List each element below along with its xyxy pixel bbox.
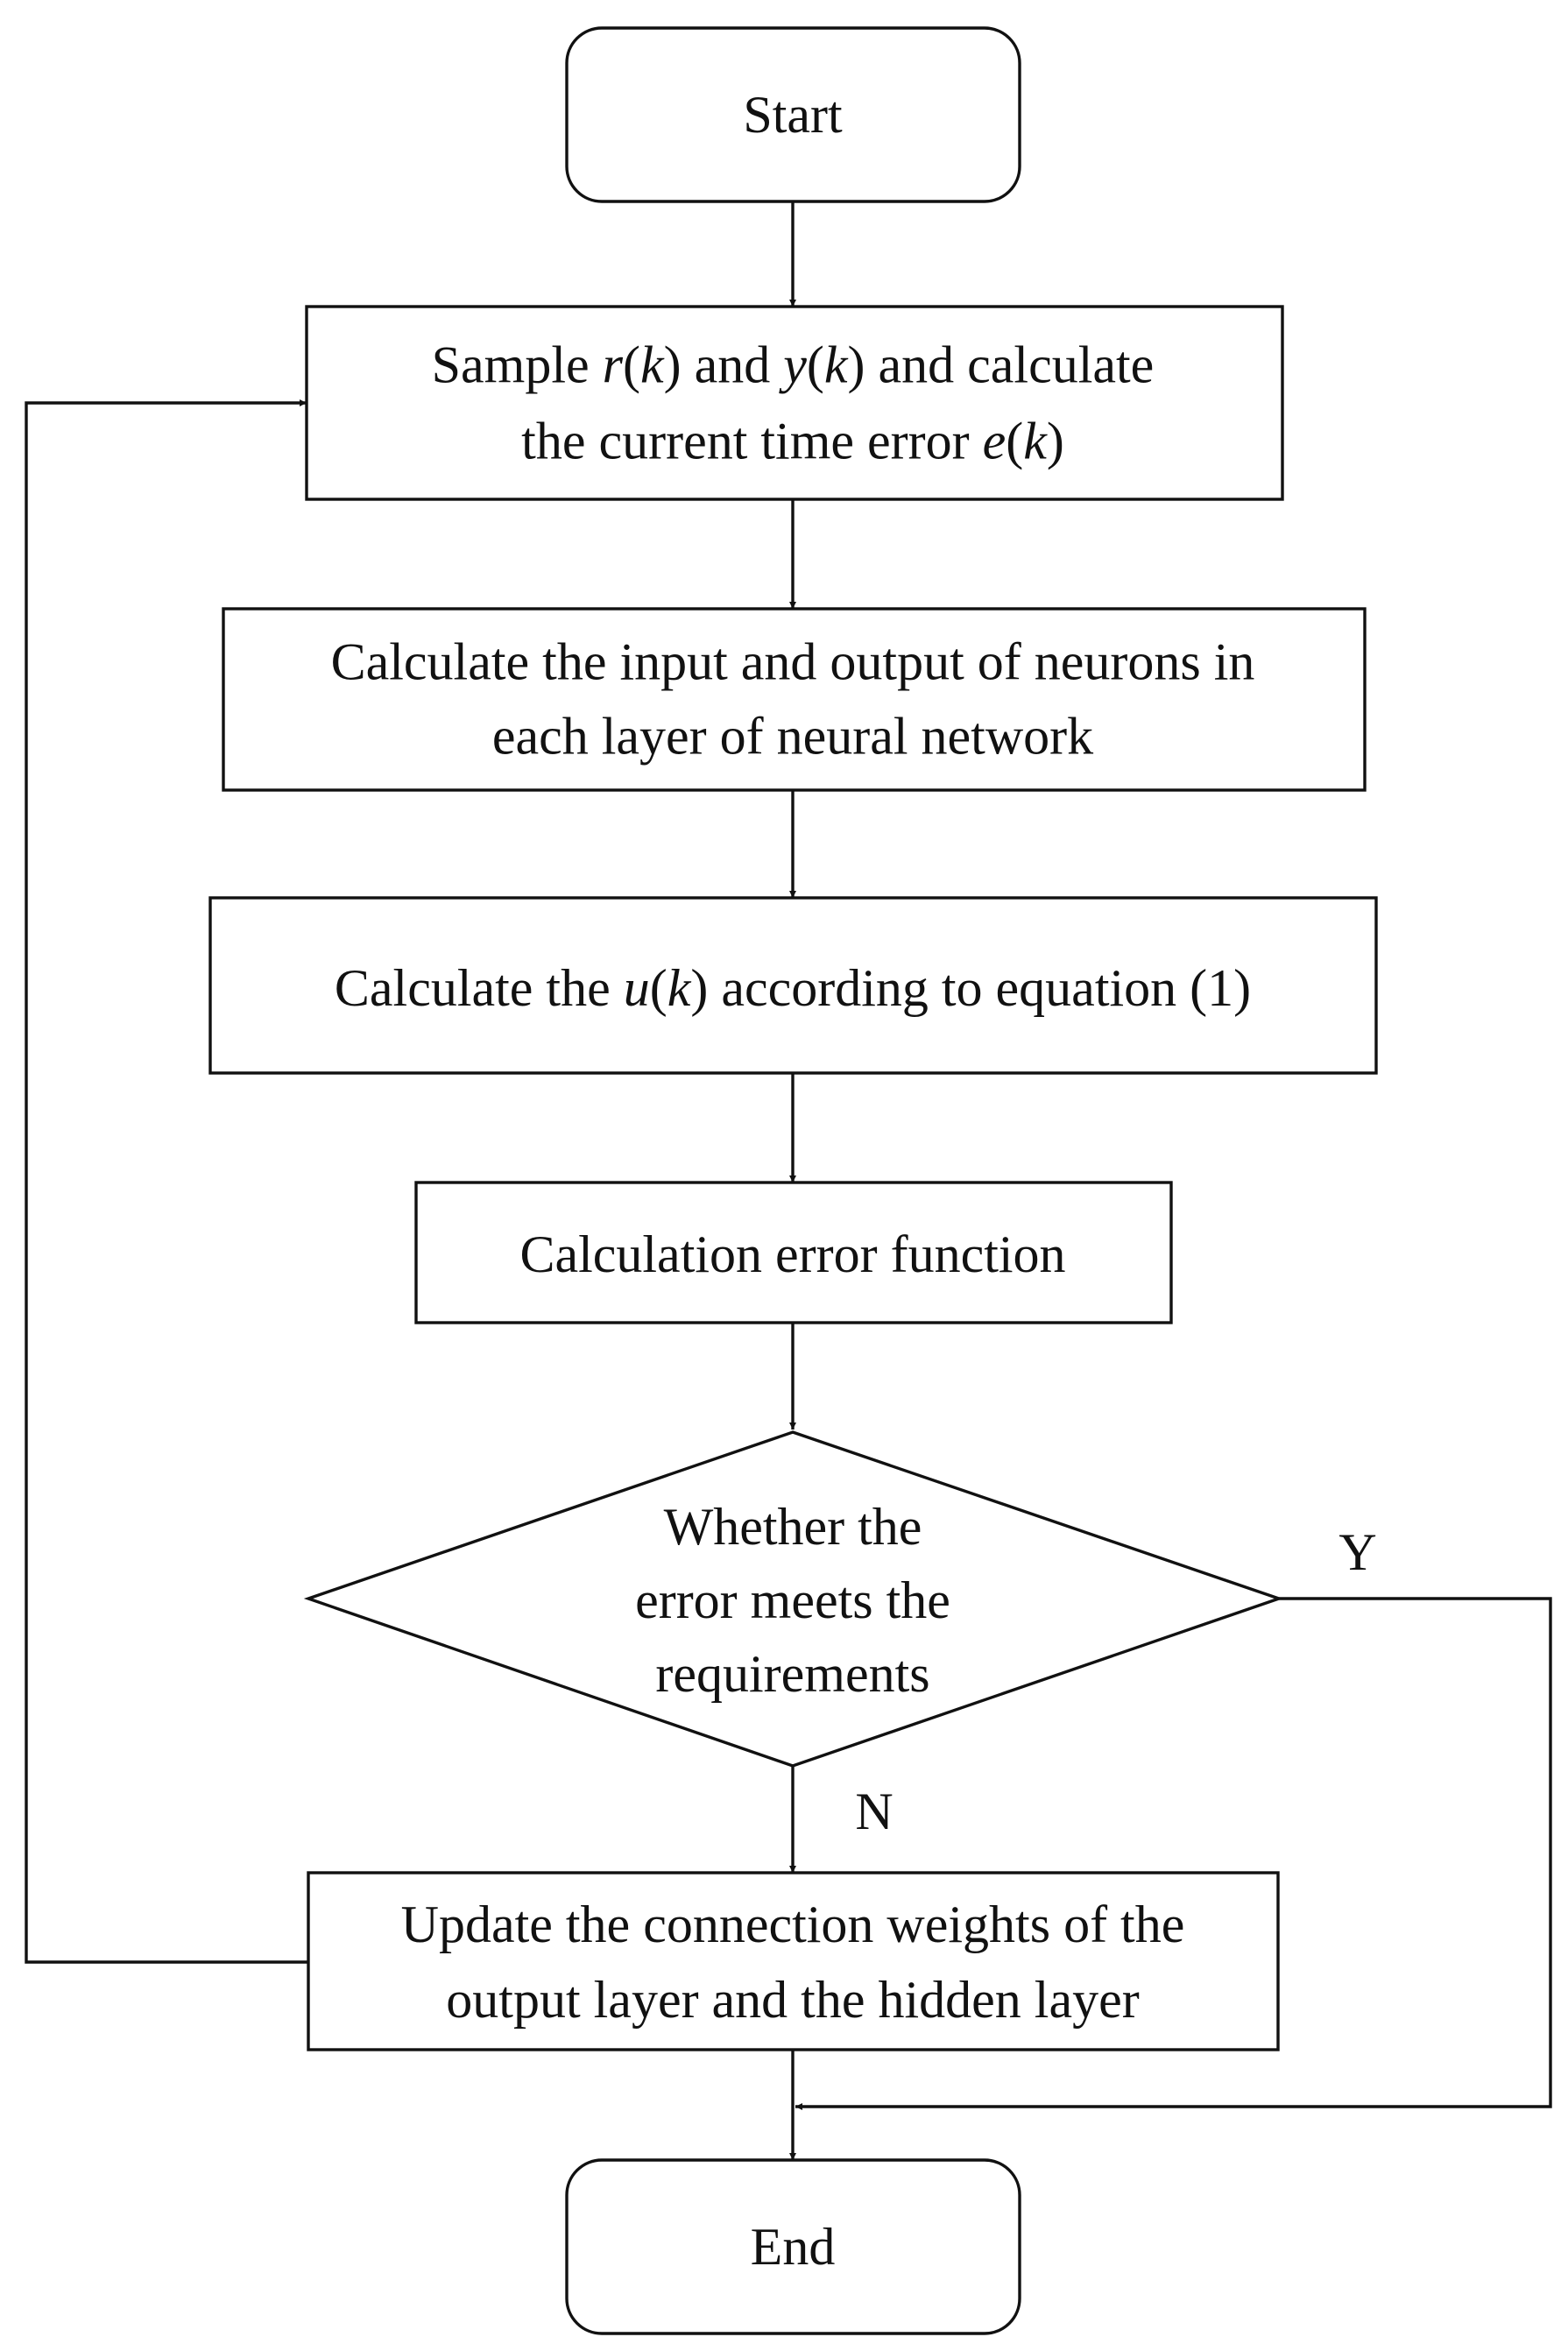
- text-segment: End: [751, 2218, 836, 2276]
- edge-label-no: N: [855, 1783, 893, 1840]
- node-text-line: End: [751, 2218, 836, 2276]
- math-symbol: y: [778, 336, 807, 394]
- text-segment: Calculate the: [335, 959, 624, 1017]
- node-text-line: Calculation error function: [519, 1225, 1065, 1283]
- math-symbol: k: [1023, 413, 1048, 470]
- node-text-line: Calculate the input and output of neuron…: [331, 633, 1255, 691]
- text-segment: ) according to equation (1): [690, 959, 1251, 1017]
- update-process-box: [307, 1871, 1280, 2051]
- calc-neurons-label: Calculate the input and output of neuron…: [331, 633, 1255, 766]
- text-segment: each layer of neural network: [492, 708, 1093, 766]
- text-segment: Update the connection weights of the: [401, 1896, 1185, 1953]
- text-segment: Start: [743, 86, 843, 144]
- node-text-line: Calculate the u(k) according to equation…: [335, 959, 1251, 1017]
- text-segment: Calculation error function: [519, 1225, 1065, 1283]
- calc-error-label: Calculation error function: [519, 1225, 1065, 1283]
- node-text-line: output layer and the hidden layer: [446, 1971, 1139, 2029]
- calc-u-process-box: [208, 896, 1378, 1075]
- start-label: Start: [743, 86, 843, 144]
- node-text-line: requirements: [655, 1645, 929, 1703]
- edge-update-loop-back-to-sample: [25, 399, 308, 1964]
- text-segment: ) and calculate: [848, 336, 1155, 394]
- sample-process-box: [305, 305, 1284, 501]
- text-segment: error meets the: [635, 1571, 950, 1629]
- end-terminal-shape: [565, 2158, 1021, 2335]
- text-segment: Calculate the input and output of neuron…: [331, 633, 1255, 691]
- math-symbol: r: [603, 336, 624, 394]
- decision-label: Whether the error meets the requirements: [635, 1498, 950, 1703]
- edge-label-yes: Y: [1338, 1523, 1376, 1581]
- calc-neurons-process-box: [222, 607, 1367, 792]
- text-segment: output layer and the hidden layer: [446, 1971, 1139, 2029]
- start-node: Start: [565, 26, 1021, 203]
- text-segment: (: [623, 336, 640, 394]
- node-text-line: Whether the: [664, 1498, 922, 1556]
- decision-diamond: [303, 1430, 1284, 1768]
- connectors: [25, 201, 1552, 2160]
- math-symbol: u: [624, 959, 650, 1017]
- text-segment: Sample: [432, 336, 603, 394]
- node-text-line: Update the connection weights of the: [401, 1896, 1185, 1953]
- node-text-line: the current time error e(k): [521, 413, 1064, 470]
- calc-error-node: Calculation error function: [414, 1181, 1173, 1324]
- end-node: End: [565, 2158, 1021, 2335]
- math-symbol: k: [640, 336, 665, 394]
- node-text-line: Start: [743, 86, 843, 144]
- calc-error-process-box: [414, 1181, 1173, 1324]
- start-terminal-shape: [565, 26, 1021, 203]
- update-node: Update the connection weights of the outp…: [307, 1871, 1280, 2051]
- edge-decision-yes-to-end: [795, 1597, 1552, 2110]
- math-symbol: k: [824, 336, 849, 394]
- decision-node: Whether the error meets the requirements: [303, 1430, 1284, 1768]
- text-segment: (: [807, 336, 824, 394]
- text-segment: ): [1047, 413, 1064, 470]
- math-symbol: e: [983, 413, 1006, 470]
- text-segment: Whether the: [664, 1498, 922, 1556]
- calc-u-node: Calculate the u(k) according to equation…: [208, 896, 1378, 1075]
- text-segment: ) and: [664, 336, 784, 394]
- text-segment: requirements: [655, 1645, 929, 1703]
- text-segment: (: [650, 959, 667, 1017]
- calc-neurons-node: Calculate the input and output of neuron…: [222, 607, 1367, 792]
- math-symbol: k: [667, 959, 692, 1017]
- node-text-line: Sample r(k) and y(k) and calculate: [432, 336, 1155, 394]
- node-text-line: error meets the: [635, 1571, 950, 1629]
- text-segment: the current time error: [521, 413, 982, 470]
- update-label: Update the connection weights of the outp…: [401, 1896, 1185, 2029]
- end-label: End: [751, 2218, 836, 2276]
- node-text-line: each layer of neural network: [492, 708, 1093, 766]
- calc-u-label: Calculate the u(k) according to equation…: [335, 959, 1251, 1017]
- nodes: Start Sample r(k) and y(k) and calculate…: [208, 26, 1378, 2335]
- text-segment: (: [1006, 413, 1023, 470]
